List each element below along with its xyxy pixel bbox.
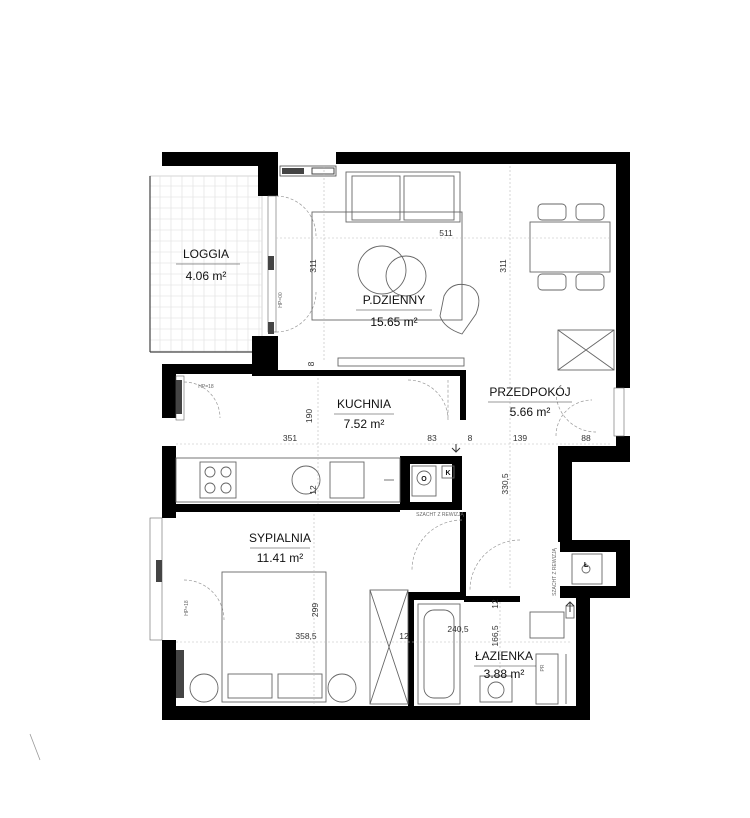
dim-living-depth-right: 311 [498, 259, 508, 273]
dim-hall-width: 139 [513, 433, 527, 443]
fridge-symbol: K [445, 470, 450, 477]
windows [149, 165, 625, 698]
bathroom-name: ŁAZIENKA [475, 649, 533, 663]
note-shaft-bath: SZACHT Z REWIZJĄ [552, 547, 558, 595]
dim-bedroom-width: 358,5 [295, 631, 317, 641]
kitchen-name: KUCHNIA [337, 397, 391, 411]
dim-kitchen-depth: 190 [304, 409, 314, 423]
loggia-tiles [149, 175, 263, 353]
dim-bath-depth: 166,5 [490, 625, 500, 647]
dim-kitchen-door: 83 [427, 433, 437, 443]
dim-living-width: 511 [439, 228, 453, 238]
furniture [175, 171, 615, 705]
shaft-arrow-bath-icon [565, 601, 575, 612]
doors [183, 195, 597, 621]
bathroom-area: 3.88 m² [484, 667, 525, 681]
dimension-lines [29, 166, 612, 761]
boiler-symbol: Ł [584, 562, 589, 569]
dim-bedroom-depth: 299 [310, 603, 320, 617]
dim-living-depth-left: 311 [308, 259, 318, 273]
walls [162, 152, 630, 720]
dim-wall-gap: 8 [306, 361, 316, 366]
dim-kitchen-width: 351 [283, 433, 297, 443]
dim-kitchen-wall: 8 [468, 433, 473, 443]
loggia-name: LOGGIA [183, 247, 229, 261]
living-area: 15.65 m² [370, 315, 417, 329]
dim-bath-wall: 12 [490, 599, 500, 609]
note-shaft-kitchen: SZACHT Z REWIZJĄ [416, 512, 464, 518]
oven-symbol: O [421, 476, 427, 483]
washer-symbol: PR [540, 664, 546, 671]
dim-sink-gap: 12 [308, 485, 318, 495]
hall-name: PRZEDPOKÓJ [489, 384, 570, 399]
dim-hall-length: 330,5 [500, 473, 510, 495]
dim-bedroom-wall: 12 [399, 631, 409, 641]
dim-hall-side: 88 [581, 433, 591, 443]
bedroom-name: SYPIALNIA [249, 531, 311, 545]
living-name: P.DZIENNY [363, 293, 425, 307]
note-window-bedroom: HP=18 [184, 600, 190, 616]
bedroom-area: 11.41 m² [257, 551, 303, 565]
note-window-loggia: HP=00 [278, 292, 284, 308]
note-window-kitchen: HP=18 [198, 384, 214, 390]
dim-bath-width: 240,5 [447, 624, 469, 634]
hall-area: 5.66 m² [510, 405, 551, 419]
loggia-area: 4.06 m² [186, 269, 227, 283]
shaft-arrow-kitchen-icon [451, 444, 461, 453]
kitchen-area: 7.52 m² [344, 417, 385, 431]
